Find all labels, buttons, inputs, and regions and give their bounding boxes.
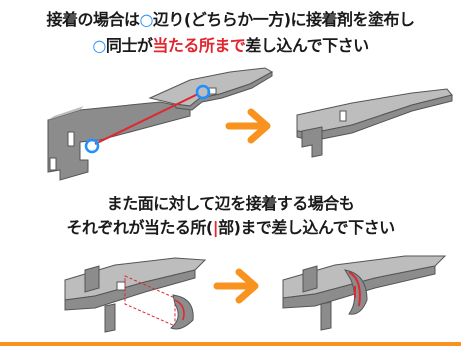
blue-circle-marker: ○ — [139, 10, 153, 29]
instruction-line-1: 接着の場合は○辺り(どちらか一方)に接着剤を塗布し — [0, 6, 461, 30]
instruction-text: 辺り(どちらか一方)に接着剤を塗布し — [152, 10, 415, 29]
instruction-line-2: ○同士が当たる所まで差し込んで下さい — [0, 32, 461, 56]
blue-circle-marker: ○ — [92, 36, 106, 55]
parts-before-assembly-illustration — [47, 67, 274, 181]
face-edge-assembled-illustration — [282, 255, 447, 331]
instruction-text: それぞれが当たる所( — [66, 218, 213, 237]
instruction-text: 接着の場合は — [46, 10, 140, 29]
red-bar-marker: | — [212, 218, 219, 237]
instruction-text: 同士が — [105, 36, 153, 55]
instruction-line-4: それぞれが当たる所(|部)まで差し込んで下さい — [0, 214, 461, 238]
instruction-line-3: また面に対して辺を接着する場合も — [106, 194, 355, 213]
face-edge-insert-illustration — [64, 257, 207, 333]
bottom-accent-bar — [0, 342, 461, 346]
instruction-text: 差し込んで下さい — [245, 36, 369, 55]
instruction-highlight: 当たる所まで — [152, 36, 246, 55]
parts-assembled-illustration — [296, 88, 453, 158]
arrow-right-icon — [225, 108, 271, 144]
arrow-right-icon — [213, 268, 259, 304]
instruction-text: 部)まで差し込んで下さい — [218, 218, 395, 237]
